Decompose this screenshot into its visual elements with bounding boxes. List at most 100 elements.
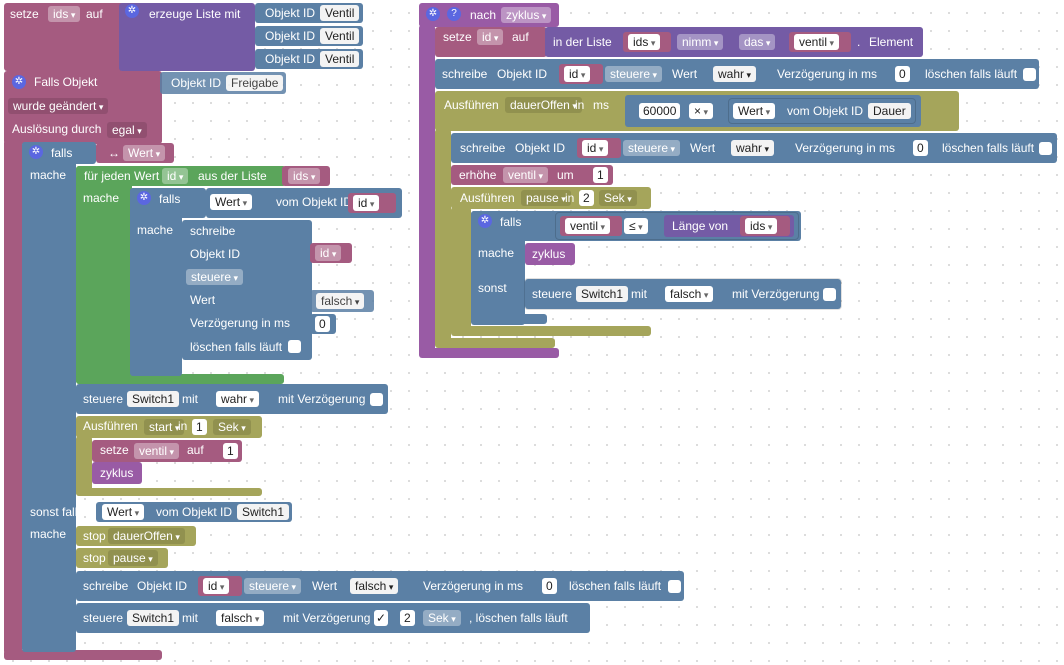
variable-dropdown[interactable]: id (315, 245, 342, 261)
bool-dropdown[interactable]: wahr (731, 140, 775, 156)
number-field[interactable]: 0 (895, 66, 910, 82)
control-switch1-true[interactable]: steuere Switch1 mit wahr mit Verzögerung (76, 384, 388, 414)
object-id-field[interactable]: Freigabe (226, 75, 284, 91)
set-ids-block[interactable]: setze ids (4, 3, 124, 71)
object-id-freigabe[interactable]: Objekt ID Freigabe (160, 72, 286, 94)
clear-checkbox[interactable] (1039, 142, 1052, 155)
object-id-field[interactable]: Ventil (320, 5, 360, 21)
variable-dropdown[interactable]: ids (745, 218, 778, 234)
bool-dropdown[interactable]: falsch (350, 578, 399, 594)
procedure-name-field[interactable]: zyklus (501, 7, 552, 23)
variable-dropdown[interactable]: id (477, 29, 504, 45)
number-value[interactable]: 0 (310, 314, 336, 334)
variable-dropdown[interactable]: ventil (794, 34, 840, 50)
unit-dropdown[interactable]: Sek (599, 190, 637, 206)
control-switch1-false[interactable]: steuere Switch1 mit falsch mit Verzögeru… (76, 603, 590, 633)
for-each-block[interactable] (76, 166, 132, 384)
id-variable[interactable]: id (310, 243, 352, 263)
ids-variable[interactable]: ids (282, 166, 330, 186)
value-dropdown[interactable]: Wert (123, 145, 166, 161)
inner-if-block[interactable] (130, 188, 182, 376)
timer-name-field[interactable]: dauerOffen (505, 97, 582, 113)
variable-dropdown[interactable]: ids (288, 168, 321, 184)
bool-dropdown[interactable]: falsch (665, 286, 714, 302)
gear-icon[interactable]: ✲ (478, 214, 492, 228)
variable-dropdown[interactable]: ventil (134, 443, 180, 459)
stop-daueroffen[interactable]: stop dauerOffen (76, 526, 196, 546)
bool-dropdown[interactable]: falsch (216, 610, 265, 626)
clear-checkbox[interactable] (1023, 68, 1036, 81)
variable-dropdown[interactable]: ventil (565, 218, 611, 234)
object-id-field[interactable]: Dauer (868, 103, 911, 119)
condition-dropdown[interactable]: wurde geändert (8, 98, 109, 114)
call-zyklus[interactable]: zyklus (525, 243, 575, 265)
logic-value[interactable]: falsch (310, 290, 374, 312)
value-of-object-block[interactable]: Wert vom Objekt ID Dauer (728, 98, 916, 124)
variable-dropdown[interactable]: ids (48, 6, 81, 22)
position-dropdown[interactable]: das (739, 34, 776, 50)
timer-name-field[interactable]: dauerOffen (108, 528, 185, 544)
bool-dropdown[interactable]: wahr (713, 66, 757, 82)
gear-icon[interactable]: ✲ (12, 75, 26, 89)
number-field[interactable]: 2 (579, 190, 594, 206)
trigger-dropdown[interactable]: egal (107, 122, 147, 138)
unit-dropdown[interactable]: Sek (423, 610, 461, 626)
mode-dropdown[interactable]: steuere (605, 66, 663, 82)
id-variable[interactable]: id (559, 64, 603, 84)
clear-checkbox[interactable] (288, 340, 301, 353)
write-id-true[interactable]: schreibe Objekt ID id steuere Wert wahr … (435, 59, 1039, 89)
mode-dropdown[interactable]: steuere (623, 140, 681, 156)
object-id-field[interactable]: Ventil (320, 28, 360, 44)
delay-checkbox[interactable] (370, 393, 383, 406)
gear-icon[interactable]: ✲ (137, 191, 151, 205)
control-switch1-false[interactable]: steuere Switch1 mit falsch mit Verzögeru… (524, 278, 842, 310)
ids-variable[interactable]: ids (740, 216, 790, 236)
multiply-block[interactable]: 60000 × Wert vom Objekt ID Dauer (625, 95, 921, 127)
list-get-block[interactable]: in der Liste ids nimm das ventil . Eleme… (545, 27, 923, 57)
variable-dropdown[interactable]: id (203, 578, 230, 594)
delay-checkbox[interactable]: ✓ (374, 610, 389, 626)
timer-name-field[interactable]: start (144, 419, 185, 435)
object-id-field[interactable]: Switch1 (127, 391, 180, 407)
object-id-field[interactable]: Switch1 (127, 610, 180, 626)
value-of-object-block[interactable]: Wert vom Objekt ID id (206, 188, 402, 218)
stop-pause[interactable]: stop pause (76, 548, 168, 568)
gear-icon[interactable]: ✲ (426, 7, 440, 21)
unit-dropdown[interactable]: Sek (213, 419, 251, 435)
write-id-true-inner[interactable]: schreibe Objekt ID id steuere Wert wahr … (451, 133, 1057, 163)
variable-dropdown[interactable]: id (564, 66, 591, 82)
variable-dropdown[interactable]: id (582, 140, 609, 156)
increment-ventil[interactable]: erhöhe ventil um 1 (451, 165, 613, 185)
id-variable[interactable]: id (198, 576, 242, 596)
object-id-ventil-3[interactable]: Objekt ID Ventil (255, 49, 363, 69)
operator-dropdown[interactable]: ≤ (624, 218, 648, 234)
variable-dropdown[interactable]: id (353, 195, 380, 211)
object-id-ventil-1[interactable]: Objekt ID Ventil (255, 3, 363, 23)
number-field[interactable]: 1 (192, 419, 207, 435)
ventil-variable[interactable]: ventil (789, 32, 851, 52)
value-dropdown[interactable]: Wert (102, 504, 145, 520)
gear-icon[interactable]: ✲ (29, 145, 43, 159)
variable-dropdown[interactable]: ventil (503, 167, 549, 183)
variable-dropdown[interactable]: id (162, 168, 189, 184)
timeout-start-block[interactable]: Ausführen start in 1 Sek (76, 416, 262, 438)
clear-checkbox[interactable] (668, 580, 681, 593)
ventil-variable[interactable]: ventil (560, 216, 622, 236)
object-id-field[interactable]: Switch1 (237, 504, 290, 520)
object-id-field[interactable]: Switch1 (576, 286, 629, 302)
delay-checkbox[interactable] (823, 288, 836, 301)
id-variable[interactable]: id (577, 138, 621, 158)
number-field[interactable]: 2 (400, 610, 415, 626)
call-zyklus[interactable]: zyklus (92, 462, 142, 484)
procedure-zyklus[interactable]: ✲ ? nach zyklus (419, 3, 559, 27)
timer-name-field[interactable]: pause (108, 550, 158, 566)
number-field[interactable]: 0 (913, 140, 928, 156)
value-dropdown[interactable]: Wert (733, 103, 776, 119)
number-field[interactable]: 1 (223, 443, 238, 459)
set-ventil-block[interactable]: setze ventil auf 1 (92, 440, 242, 462)
timeout-pause[interactable]: Ausführen pause in 2 Sek (451, 187, 651, 209)
help-icon[interactable]: ? (447, 7, 461, 21)
mode-dropdown[interactable]: nimm (677, 34, 724, 50)
create-list-block[interactable]: ✲ erzeuge Liste mit (119, 3, 255, 71)
value-arrow-block[interactable]: ↔ Wert (96, 143, 174, 163)
